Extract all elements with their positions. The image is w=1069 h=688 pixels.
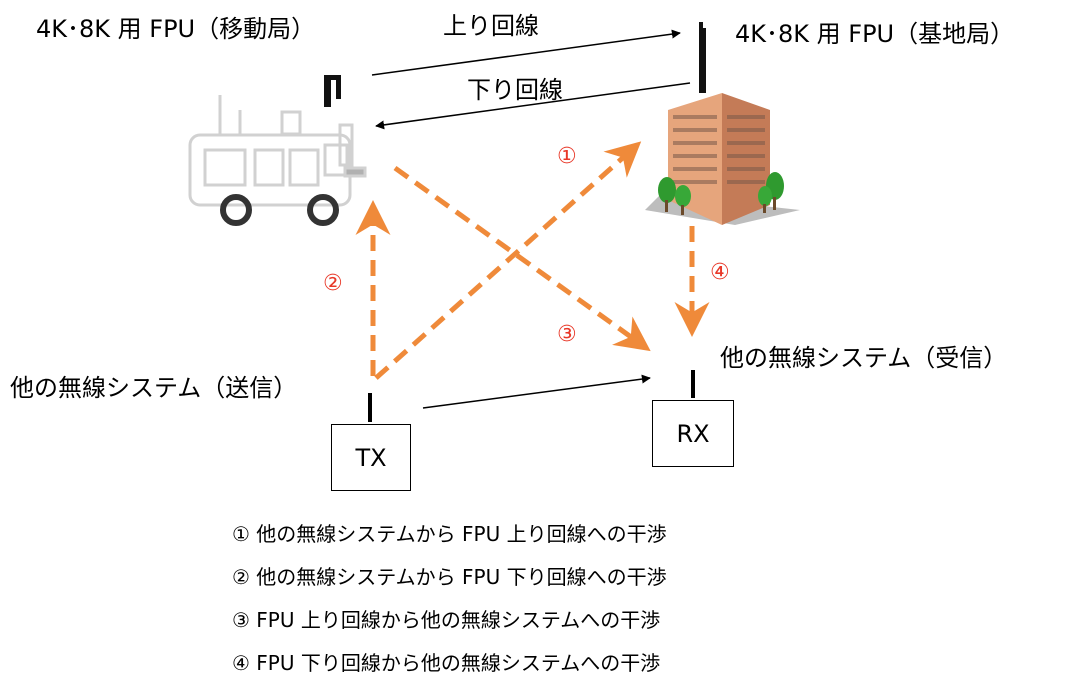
tx-system-label: 他の無線システム（送信）	[10, 374, 298, 402]
base-antenna	[699, 28, 706, 93]
uplink-label: 上り回線	[443, 12, 539, 40]
path-4-number: ④	[710, 260, 730, 285]
interference-path-1	[374, 141, 642, 380]
legend-item-3: ③ FPU 上り回線から他の無線システムへの干渉	[232, 608, 661, 632]
rx-box: RX	[652, 400, 734, 467]
path-2-number: ②	[323, 271, 343, 296]
path-3-number: ③	[557, 322, 577, 347]
legend-item-2: ② 他の無線システムから FPU 下り回線への干渉	[232, 565, 667, 589]
mobile-station-label: 4K･8K 用 FPU（移動局）	[36, 15, 316, 43]
downlink-arrow	[375, 82, 691, 130]
tx-box: TX	[331, 424, 411, 491]
mobile-antenna	[324, 75, 341, 107]
tx-rx-arrow	[422, 374, 651, 409]
legend-item-1: ① 他の無線システムから FPU 上り回線への干渉	[232, 522, 667, 546]
base-antenna-tip	[699, 22, 703, 32]
rx-system-label: 他の無線システム（受信）	[720, 344, 1008, 372]
mobile-station-vehicle	[188, 95, 367, 207]
base-station-label: 4K･8K 用 FPU（基地局）	[735, 20, 1015, 48]
interference-path-3	[393, 165, 651, 352]
path-1-number: ①	[557, 144, 577, 169]
base-station-building	[645, 93, 800, 225]
trees	[658, 172, 784, 215]
vehicle-wheels	[220, 194, 339, 226]
uplink-arrow	[371, 29, 681, 76]
downlink-label: 下り回線	[467, 76, 563, 104]
legend-item-4: ④ FPU 下り回線から他の無線システムへの干渉	[232, 651, 661, 675]
